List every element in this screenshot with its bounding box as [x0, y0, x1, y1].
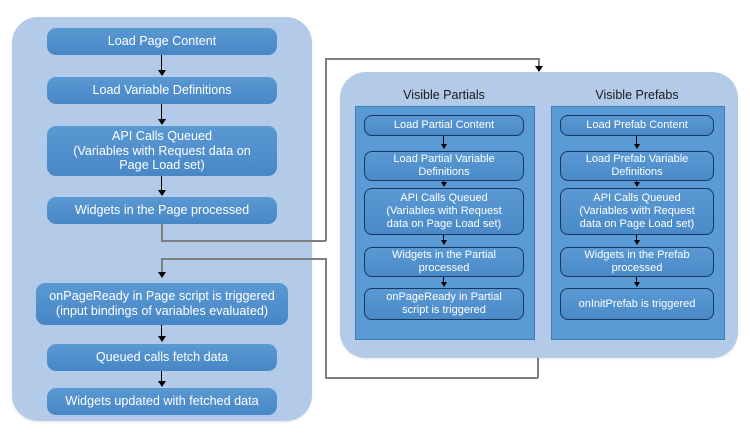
arrowhead-page-1: [158, 70, 166, 76]
connector-partial-4: [443, 277, 445, 283]
arrowhead-into-onpageready: [158, 272, 166, 278]
node-load-partial-variable-definitions[interactable]: Load Partial Variable Definitions: [364, 151, 524, 181]
group-title-visible-prefabs: Visible Prefabs: [595, 88, 679, 102]
node-load-page-content[interactable]: Load Page Content: [47, 28, 277, 55]
node-widgets-in-prefab-processed[interactable]: Widgets in the Prefab processed: [560, 247, 714, 277]
route-back-into-page-h: [161, 258, 326, 260]
node-queued-calls-fetch-data[interactable]: Queued calls fetch data: [47, 344, 277, 371]
node-widgets-in-partial-processed[interactable]: Widgets in the Partial processed: [364, 247, 524, 277]
node-widgets-updated-fetched-data[interactable]: Widgets updated with fetched data: [47, 388, 277, 415]
node-load-prefab-content[interactable]: Load Prefab Content: [560, 115, 714, 136]
route-out-riser: [325, 58, 327, 241]
route-back-into-page-v: [161, 258, 163, 275]
arrowhead-prefab-4: [634, 282, 640, 287]
arrowhead-page-6: [158, 381, 166, 387]
route-out-top-h: [325, 58, 539, 60]
group-title-visible-partials: Visible Partials: [403, 88, 485, 102]
route-back-drop-v: [537, 348, 539, 378]
arrowhead-partial-3: [441, 240, 447, 245]
arrowhead-partial-4: [441, 282, 447, 287]
connector-partial-3: [443, 235, 445, 241]
connector-prefab-1: [636, 136, 638, 146]
arrowhead-page-2: [158, 119, 166, 125]
arrowhead-partial-2: [441, 182, 447, 187]
node-onpageready-page-script[interactable]: onPageReady in Page script is triggered …: [36, 283, 288, 325]
arrowhead-page-5: [158, 336, 166, 342]
node-partial-api-calls-queued[interactable]: API Calls Queued (Variables with Request…: [364, 188, 524, 235]
node-api-calls-queued[interactable]: API Calls Queued (Variables with Request…: [47, 126, 277, 176]
connector-partial-1: [443, 136, 445, 146]
node-load-variable-definitions[interactable]: Load Variable Definitions: [47, 77, 277, 104]
node-load-prefab-variable-definitions[interactable]: Load Prefab Variable Definitions: [560, 151, 714, 181]
connector-page-5: [161, 325, 163, 337]
route-back-bottom-h: [325, 377, 538, 379]
connector-page-6: [161, 371, 163, 382]
node-onpageready-partial-script[interactable]: onPageReady in Partial script is trigger…: [364, 288, 524, 320]
route-out-page-h: [161, 240, 326, 242]
route-into-embed-v: [538, 58, 540, 69]
connector-prefab-3: [636, 235, 638, 241]
connector-page-1: [161, 55, 163, 71]
arrowhead-prefab-3: [634, 240, 640, 245]
connector-page-3: [161, 176, 163, 191]
node-prefab-api-calls-queued[interactable]: API Calls Queued (Variables with Request…: [560, 188, 714, 235]
node-load-partial-content[interactable]: Load Partial Content: [364, 115, 524, 136]
arrowhead-partial-1: [441, 144, 447, 149]
connector-page-2: [161, 104, 163, 120]
node-oninitprefab-triggered[interactable]: onInitPrefab is triggered: [560, 288, 714, 320]
node-widgets-in-page-processed[interactable]: Widgets in the Page processed: [47, 197, 277, 224]
route-back-riser-v: [325, 258, 327, 378]
arrowhead-into-embed: [535, 66, 543, 72]
arrowhead-page-3: [158, 190, 166, 196]
connector-prefab-4: [636, 277, 638, 283]
arrowhead-prefab-2: [634, 182, 640, 187]
arrowhead-prefab-1: [634, 144, 640, 149]
route-out-page-v: [161, 224, 163, 241]
